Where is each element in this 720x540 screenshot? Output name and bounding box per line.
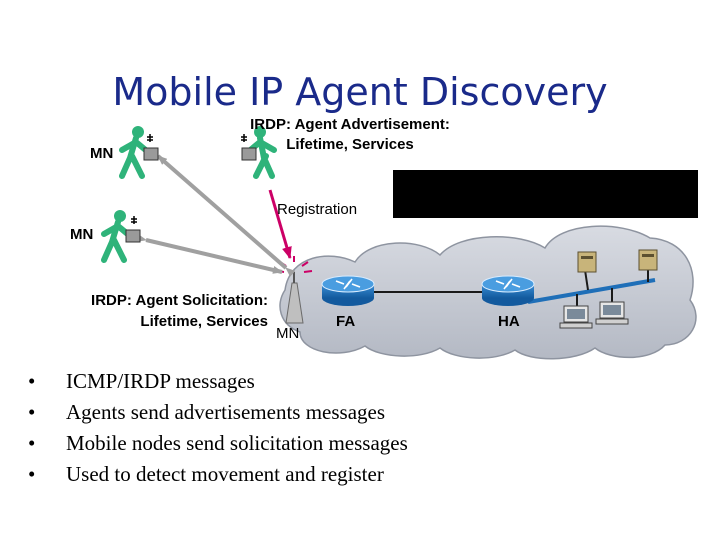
server-icon — [577, 251, 597, 273]
mobile-node-person-icon — [101, 210, 141, 263]
mobile-node-person-icon — [119, 126, 159, 179]
mobile-node-person-icon — [241, 126, 277, 179]
mn-label-bottom: MN — [276, 325, 300, 342]
solicitation-line1: IRDP: Agent Solicitation: — [91, 292, 268, 309]
advertisement-arrow — [156, 154, 296, 277]
mn-label-top: MN — [90, 145, 114, 162]
bullet-text: ICMP/IRDP messages — [66, 369, 255, 393]
bullet-item: •ICMP/IRDP messages — [28, 369, 255, 393]
solicitation-arrow — [136, 234, 283, 274]
advertisement-label: IRDP: Agent Advertisement: Lifetime, Ser… — [200, 115, 500, 155]
ha-label: HA — [498, 313, 520, 330]
solicitation-label: IRDP: Agent Solicitation: Lifetime, Serv… — [30, 290, 268, 332]
registration-arrow — [268, 189, 292, 259]
bullet-text: Used to detect movement and register — [66, 462, 384, 486]
mn-label-middle: MN — [70, 226, 94, 243]
registration-label: Registration — [277, 201, 358, 218]
slide-title: Mobile IP Agent Discovery — [112, 70, 608, 114]
bullet-item: •Used to detect movement and register — [28, 462, 384, 486]
computer-icon — [559, 305, 593, 329]
bullet-text: Mobile nodes send solicitation messages — [66, 431, 408, 455]
computer-icon — [595, 301, 629, 325]
advertisement-line2: Lifetime, Services — [286, 136, 414, 153]
bullet-item: •Agents send advertisements messages — [28, 400, 386, 424]
fa-router-icon — [321, 275, 375, 306]
bullet-text: Agents send advertisements messages — [66, 400, 386, 424]
ha-router-icon — [481, 275, 535, 306]
bullet-list: •ICMP/IRDP messages •Agents send adverti… — [28, 366, 408, 490]
redacted-box — [393, 170, 698, 218]
advertisement-line1: IRDP: Agent Advertisement: — [250, 116, 450, 133]
server-icon — [638, 249, 658, 271]
bullet-item: •Mobile nodes send solicitation messages — [28, 431, 408, 455]
lan-bus — [527, 278, 656, 304]
solicitation-line2: Lifetime, Services — [140, 313, 268, 330]
fa-label: FA — [336, 313, 356, 330]
